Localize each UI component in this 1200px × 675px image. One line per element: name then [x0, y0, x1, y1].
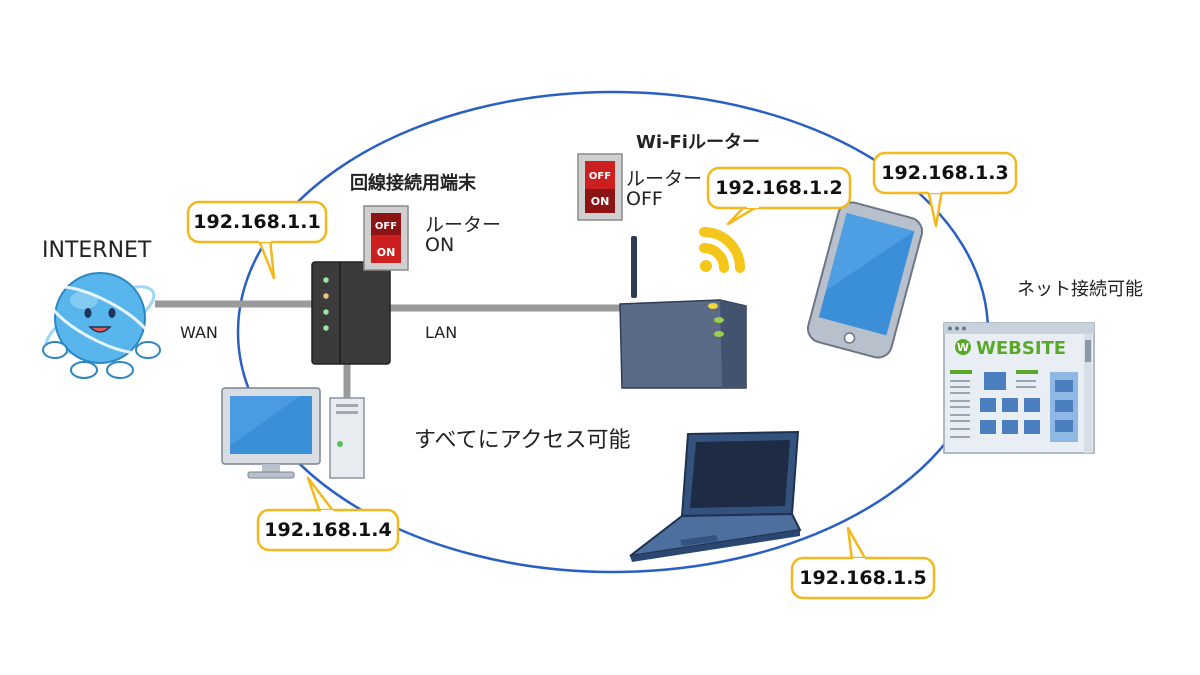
ip-laptop-text: 192.168.1.5 — [799, 567, 927, 589]
ip-wifi-router-text: 192.168.1.2 — [715, 177, 843, 199]
wifi-router-device — [619, 236, 747, 389]
lan-label: LAN — [425, 323, 458, 342]
ip-smartphone-text: 192.168.1.3 — [881, 162, 1009, 184]
wifi-signal-icon — [699, 227, 745, 273]
router-off-switch: OFF ON — [577, 153, 623, 221]
all-access-label: すべてにアクセス可能 — [414, 428, 631, 453]
website-logo-letter: W — [957, 341, 969, 354]
switch-on-label: ON — [591, 195, 610, 208]
website-window: W WEBSITE — [943, 322, 1095, 454]
net-access-label: ネット接続可能 — [1017, 279, 1143, 300]
switch-off-label: OFF — [375, 221, 397, 232]
ip-desktop-text: 192.168.1.4 — [264, 519, 392, 541]
website-title: WEBSITE — [976, 338, 1066, 359]
router-off-caption: ルーター OFF — [626, 168, 703, 210]
laptop-device — [629, 430, 802, 562]
line-terminal-device — [311, 261, 391, 365]
switch-on-label: ON — [377, 246, 396, 259]
router-on-line2: ON — [425, 233, 455, 256]
ip-bubble-desktop — [256, 476, 400, 552]
terminal-title: 回線接続用端末 — [350, 173, 476, 194]
smartphone-device — [806, 201, 924, 359]
wan-label: WAN — [180, 323, 218, 342]
desktop-monitor — [221, 387, 321, 479]
router-on-caption: ルーター ON — [425, 214, 502, 256]
desktop-tower — [329, 397, 365, 479]
internet-globe-icon — [42, 272, 161, 379]
internet-label: INTERNET — [42, 238, 152, 263]
ip-bubble-laptop — [790, 526, 936, 600]
ip-bubble-wifi-router — [706, 166, 852, 226]
router-on-switch: OFF ON — [363, 205, 409, 271]
router-off-line1: ルーター — [626, 168, 703, 190]
cables — [155, 300, 620, 398]
router-on-line1: ルーター — [425, 214, 502, 236]
switch-off-label: OFF — [589, 171, 611, 182]
wifi-router-title: Wi-Fiルーター — [636, 132, 760, 153]
router-off-line2: OFF — [626, 187, 663, 210]
ip-bubble-smartphone — [872, 151, 1018, 228]
ip-terminal-text: 192.168.1.1 — [193, 211, 321, 233]
ip-bubble-terminal — [186, 200, 328, 280]
